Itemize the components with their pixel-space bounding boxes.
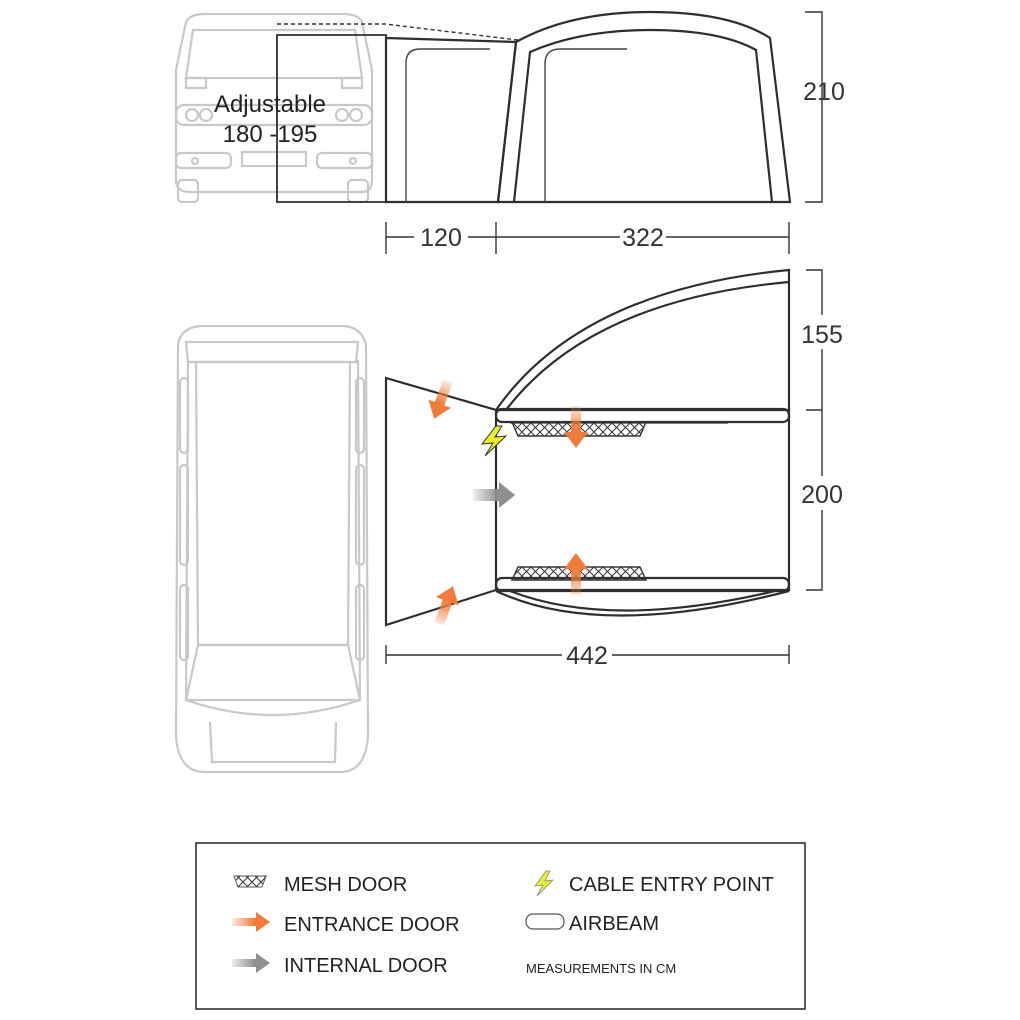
main-width-label: 322: [622, 224, 664, 252]
porch-section: [384, 36, 518, 204]
legend-entrance-door: ENTRANCE DOOR: [284, 914, 460, 936]
adjustable-range: 180 -195: [223, 121, 318, 148]
height-label: 210: [803, 78, 845, 106]
porch-plan: [384, 376, 498, 627]
airbeam-legend-icon: [525, 913, 565, 930]
entrance-arrow-top-mesh: [564, 406, 588, 448]
porch-width-label: 120: [420, 224, 462, 252]
internal-door-legend-icon: [232, 953, 270, 973]
entrance-arrow-bottom-mesh: [564, 553, 588, 595]
legend-airbeam: AIRBEAM: [569, 913, 659, 935]
floor-depth-label: 200: [801, 481, 843, 509]
canopy-depth-label: 155: [801, 321, 843, 349]
van-front-view: [174, 12, 374, 204]
legend-internal-door: INTERNAL DOOR: [284, 955, 448, 977]
adjustable-label: Adjustable: [214, 91, 326, 118]
mesh-door-legend-icon: [233, 875, 267, 888]
entrance-door-legend-icon: [232, 912, 270, 932]
total-width-label: 442: [566, 642, 608, 670]
legend: MESH DOOR ENTRANCE DOOR INTERNAL DOOR CA…: [195, 842, 806, 1010]
legend-mesh-door: MESH DOOR: [284, 874, 407, 896]
plan-view: 155 200 442: [174, 268, 844, 774]
main-plan: [494, 268, 791, 617]
cable-entry-icon: [480, 425, 508, 457]
main-section: [496, 10, 792, 204]
legend-cable-entry: CABLE ENTRY POINT: [569, 874, 774, 896]
depth-dimension-line: [806, 269, 823, 591]
cable-entry-legend-icon: [534, 870, 555, 897]
height-dimension-line: [805, 11, 823, 203]
entrance-arrow-bottom-left: [434, 586, 459, 626]
legend-box: [195, 842, 806, 1010]
legend-units-note: MEASUREMENTS IN CM: [526, 961, 676, 976]
width-dimensions: [385, 222, 790, 254]
front-elevation: Adjustable 180 -195 210 120 322: [174, 10, 845, 254]
total-width-line: [385, 645, 790, 664]
internal-door-arrow: [473, 482, 515, 508]
van-top-view: [174, 324, 370, 774]
entrance-arrow-top-left: [428, 379, 453, 419]
